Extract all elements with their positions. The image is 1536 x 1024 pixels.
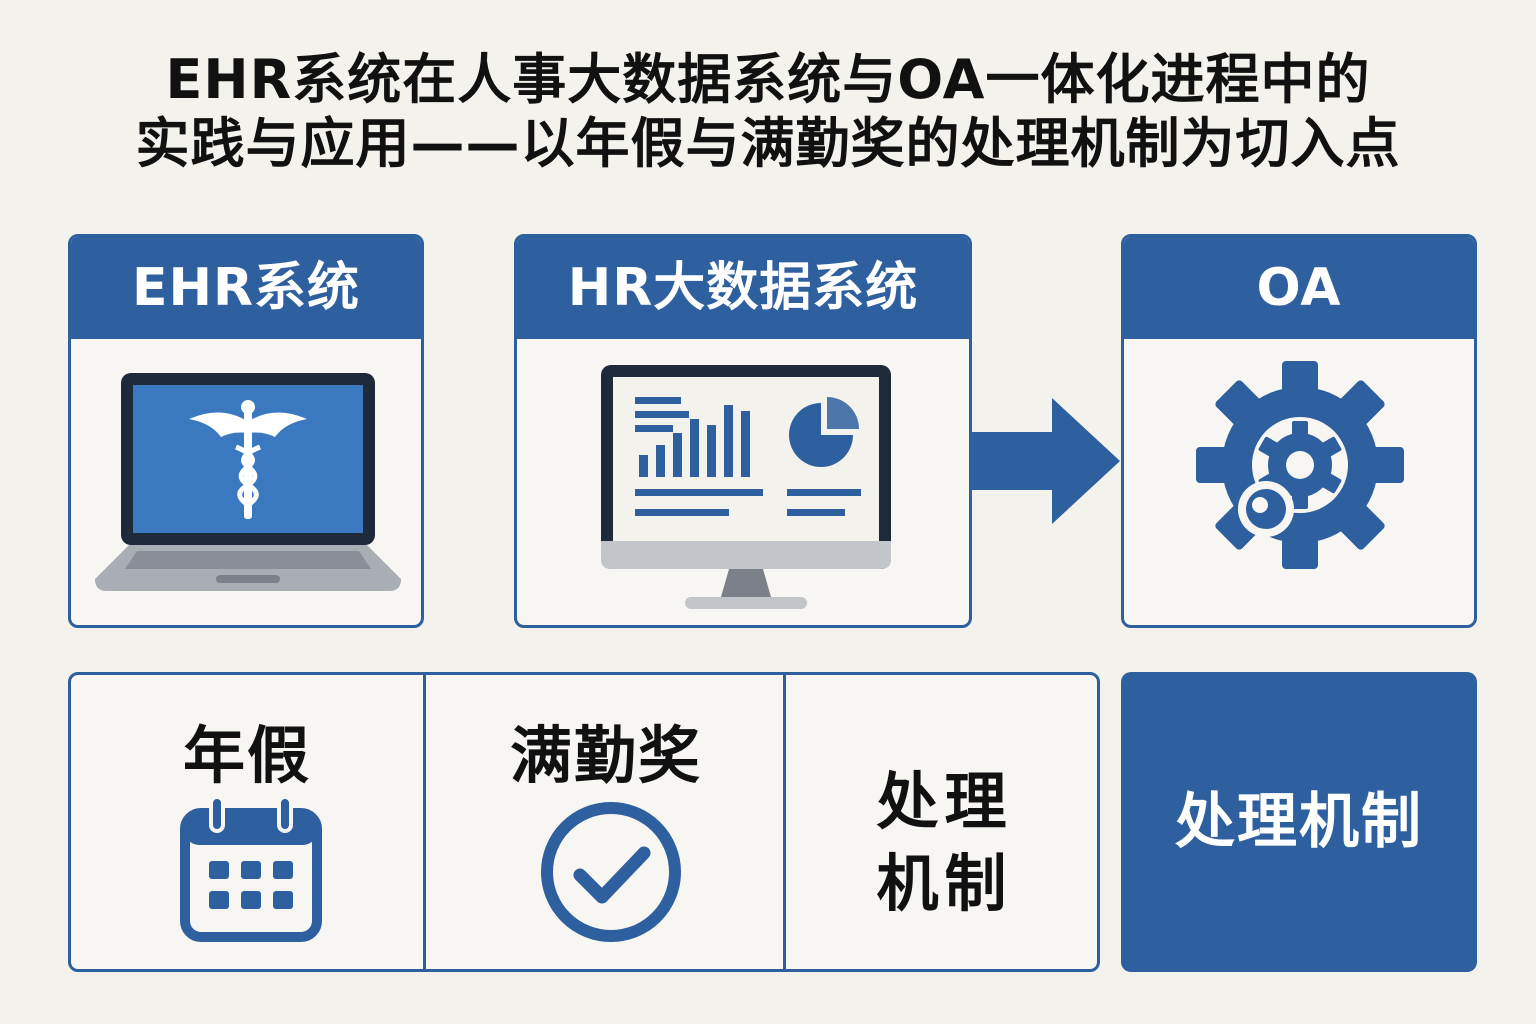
mechanism-cell: 处理 机制 — [783, 675, 1103, 969]
hr-big-data-panel: HR大数据系统 — [514, 234, 972, 628]
bottom-panel: 年假 满勤奖 处理 机制 — [68, 672, 1100, 972]
title-line-1: EHR系统在人事大数据系统与OA一体化进程中的 — [165, 48, 1371, 111]
oa-header: OA — [1124, 237, 1474, 339]
ehr-system-body — [71, 339, 421, 625]
check-circle-icon — [541, 802, 681, 942]
oa-body — [1124, 339, 1474, 625]
attendance-bonus-label: 满勤奖 — [509, 719, 702, 792]
attendance-bonus-cell: 满勤奖 — [423, 675, 786, 969]
mechanism-line-2: 机制 — [876, 847, 1013, 920]
monitor-chart-icon — [601, 365, 891, 609]
hr-big-data-body — [517, 339, 969, 625]
processing-mechanism-box: 处理机制 — [1121, 672, 1477, 972]
annual-leave-cell: 年假 — [71, 675, 423, 969]
laptop-caduceus-icon — [95, 373, 401, 591]
right-arrow-icon — [970, 398, 1120, 524]
annual-leave-label: 年假 — [182, 719, 311, 792]
title-line-2: 实践与应用——以年假与满勤奖的处理机制为切入点 — [135, 112, 1401, 175]
page-title: EHR系统在人事大数据系统与OA一体化进程中的 实践与应用——以年假与满勤奖的处… — [0, 48, 1536, 176]
ehr-system-panel: EHR系统 — [68, 234, 424, 628]
ehr-system-header: EHR系统 — [71, 237, 421, 339]
mechanism-stacked-label: 处理 机制 — [786, 761, 1103, 925]
oa-panel: OA — [1121, 234, 1477, 628]
gear-icon — [1196, 361, 1404, 569]
calendar-icon — [180, 795, 322, 942]
mechanism-line-1: 处理 — [876, 765, 1013, 838]
hr-big-data-header: HR大数据系统 — [517, 237, 969, 339]
